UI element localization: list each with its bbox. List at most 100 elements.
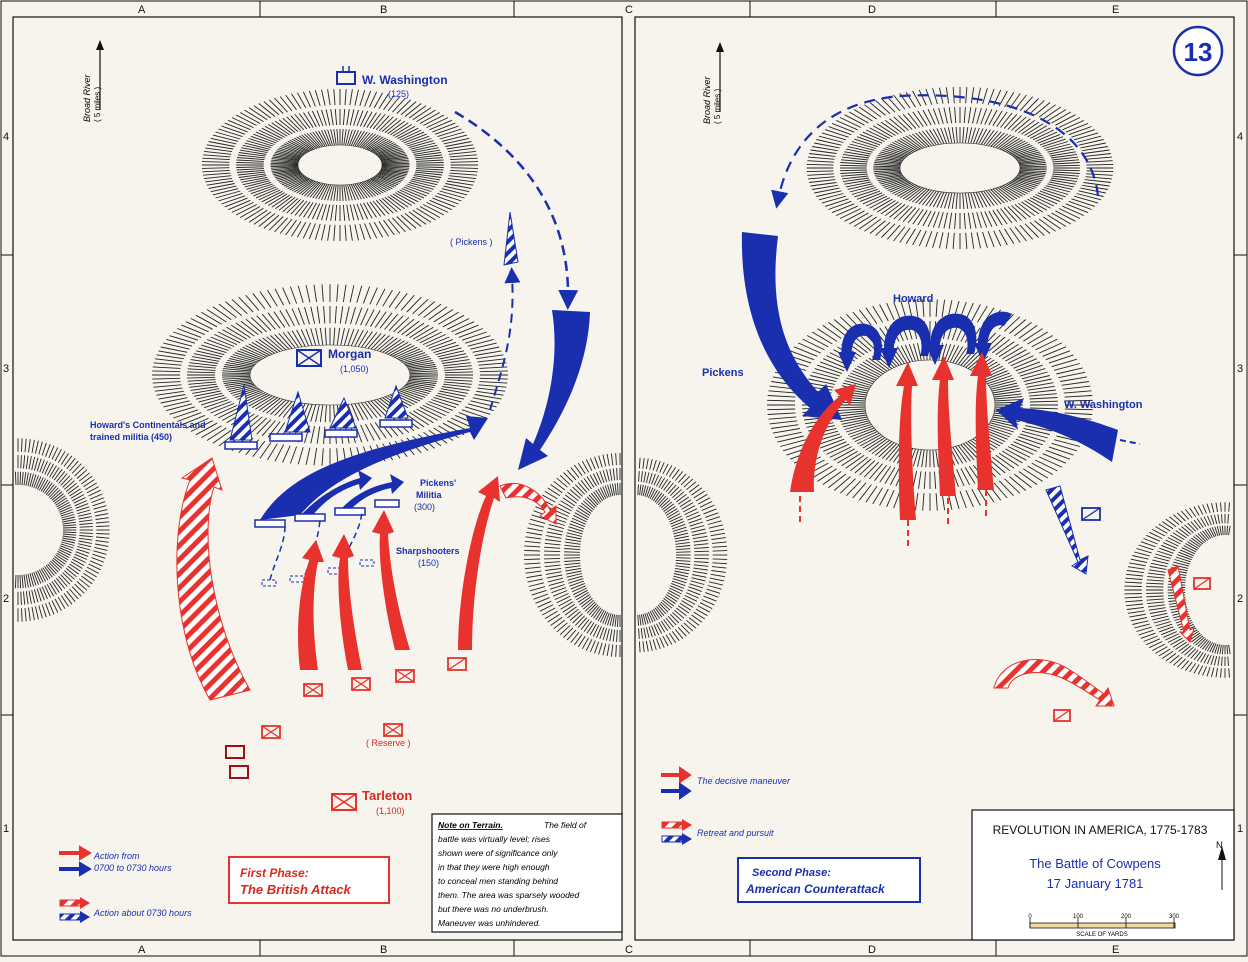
terrain-hill	[807, 87, 1114, 249]
right-panel: 13 Broad River ( 5 miles ) Pickens Howar…	[662, 27, 1234, 940]
tarleton-unit: Tarleton (1,100)	[332, 788, 412, 816]
grid-row-2-right: 2	[1237, 593, 1243, 605]
tarleton-name: Tarleton	[362, 788, 412, 803]
grid-col-b-bottom: B	[380, 944, 387, 956]
terrain-note-line-3: in that they were high enough	[438, 862, 550, 872]
first-phase-box: First Phase: The British Attack	[229, 857, 389, 903]
grid-col-c-top: C	[625, 4, 633, 16]
tarleton-strength: (1,100)	[376, 806, 405, 816]
reserve-label: ( Reserve )	[366, 738, 411, 748]
grid-col-e-top: E	[1112, 4, 1119, 16]
british-dash-tails-right	[800, 490, 986, 550]
militia-label-3: (300)	[414, 502, 435, 512]
washington-charge-arrow-left	[518, 310, 590, 470]
pickens-label-right: Pickens	[702, 367, 744, 379]
river-name-right: Broad River	[702, 75, 712, 124]
grid-row-3-left: 3	[3, 363, 9, 375]
washington-unit-left: W. Washington (125)	[337, 66, 448, 99]
terrain-note-line-4: to conceal men standing behind	[438, 876, 558, 886]
grid-row-1-left: 1	[3, 823, 9, 835]
terrain-note: Note on Terrain. The field of battle was…	[432, 814, 622, 932]
morgan-unit: Morgan (1,050)	[297, 347, 371, 374]
terrain-note-line-5: them. The area was sparsely wooded	[438, 890, 580, 900]
map-number: 13	[1184, 37, 1213, 67]
title-block: REVOLUTION IN AMERICA, 1775-1783 The Bat…	[972, 810, 1234, 940]
howard-line	[225, 385, 412, 449]
left-panel: Broad River ( 5 miles ) W. Washington (1…	[60, 40, 622, 932]
british-retreat-arrow-2	[994, 660, 1114, 706]
scale-tick-300: 300	[1169, 914, 1180, 920]
battle-date: 17 January 1781	[1047, 876, 1144, 891]
american-cavalry-symbol-right	[1082, 508, 1100, 520]
grid-col-c-bottom: C	[625, 944, 633, 956]
map-number-badge: 13	[1174, 27, 1222, 75]
legend-action-from: Action from	[93, 851, 140, 861]
legend-left: Action from 0700 to 0730 hours Action ab…	[60, 847, 192, 923]
legend-right: The decisive maneuver Retreat and pursui…	[662, 768, 791, 845]
pickens-sweep-arrow-right	[742, 232, 842, 420]
pickens-striped-arrow	[504, 212, 518, 265]
terrain-hill	[524, 453, 620, 657]
first-phase-title-1: First Phase:	[240, 866, 309, 880]
terrain-hill	[15, 438, 109, 621]
grid-col-a-top: A	[138, 4, 146, 16]
terrain-note-line-7: Maneuver was unhindered.	[438, 918, 541, 928]
american-pursuit-arrow	[1046, 486, 1088, 574]
british-striped-flank-arrow	[177, 458, 250, 700]
scale-tick-200: 200	[1121, 914, 1132, 920]
terrain-hill	[202, 89, 478, 241]
river-name-left: Broad River	[82, 73, 92, 122]
legend-action-time: 0700 to 0730 hours	[94, 863, 172, 873]
legend-retreat: Retreat and pursuit	[697, 828, 774, 838]
militia-label-1: Pickens'	[420, 478, 456, 488]
terrain-hill	[638, 458, 728, 652]
grid-col-e-bottom: E	[1112, 944, 1119, 956]
terrain-note-heading: Note on Terrain.	[438, 820, 503, 830]
grid-row-4-left: 4	[3, 131, 9, 143]
terrain-note-line-2: shown were of significance only	[438, 848, 558, 858]
pickens-top-label: ( Pickens )	[450, 237, 493, 247]
battle-title: The Battle of Cowpens	[1029, 856, 1161, 871]
howard-label-2: trained militia (450)	[90, 432, 172, 442]
british-right-arrow	[458, 476, 500, 650]
river-distance-right: ( 5 miles )	[713, 89, 722, 124]
second-phase-title-1: Second Phase:	[752, 867, 831, 879]
british-infantry-arrow-2	[332, 534, 362, 670]
british-arrow-right-2	[896, 362, 918, 520]
scale-caption: SCALE OF YARDS	[1076, 932, 1127, 938]
grid-row-3-right: 3	[1237, 363, 1243, 375]
terrain-note-line-1: battle was virtually level; rises	[438, 834, 551, 844]
morgan-name: Morgan	[328, 347, 371, 361]
morgan-strength: (1,050)	[340, 364, 369, 374]
scale-tick-100: 100	[1073, 914, 1084, 920]
washington-label-right: W. Washington	[1064, 399, 1143, 411]
river-distance-left: ( 5 miles )	[93, 87, 102, 122]
washington-strength-left: (125)	[388, 89, 409, 99]
river-pointer-left: Broad River ( 5 miles )	[82, 40, 104, 122]
sharpshooters-label-2: (150)	[418, 558, 439, 568]
sharpshooters-label-1: Sharpshooters	[396, 546, 460, 556]
grid-col-d-bottom: D	[868, 944, 876, 956]
howard-label-1: Howard's Continentals and	[90, 420, 206, 430]
british-arrow-right-4	[970, 352, 994, 490]
british-arrow-right-3	[932, 356, 956, 496]
grid-row-1-right: 1	[1237, 823, 1243, 835]
british-cavalry-striped-arrow	[500, 483, 556, 524]
howard-label-right: Howard	[893, 293, 933, 305]
british-units-left	[226, 658, 466, 778]
grid-col-a-bottom: A	[138, 944, 146, 956]
legend-decisive: The decisive maneuver	[697, 776, 791, 786]
washington-dash-tail	[1120, 440, 1140, 444]
river-pointer-right: Broad River ( 5 miles )	[702, 42, 724, 124]
series-title: REVOLUTION IN AMERICA, 1775-1783	[993, 823, 1208, 837]
legend-action-about: Action about 0730 hours	[93, 908, 192, 918]
british-infantry-arrow-1	[298, 540, 324, 670]
grid-row-4-right: 4	[1237, 131, 1243, 143]
terrain-note-line-0: The field of	[544, 820, 588, 830]
second-phase-box: Second Phase: American Counterattack	[738, 858, 920, 902]
grid-col-d-top: D	[868, 4, 876, 16]
militia-label-2: Militia	[416, 490, 442, 500]
terrain-hill	[152, 284, 508, 465]
